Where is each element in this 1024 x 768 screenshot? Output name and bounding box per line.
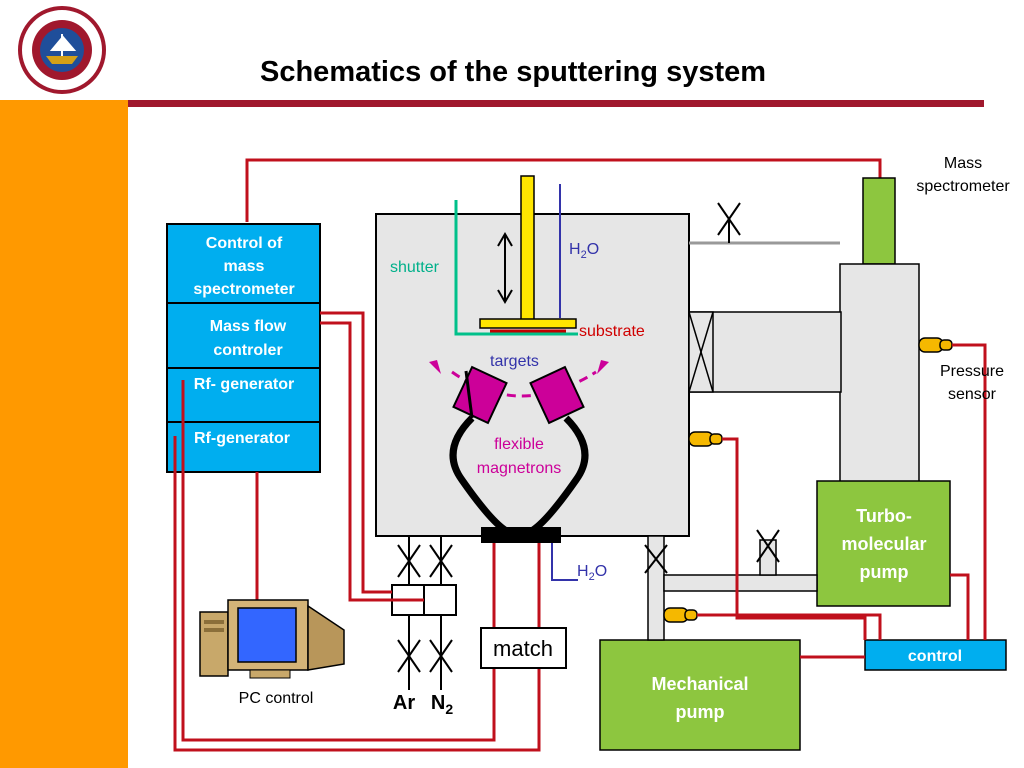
pc-icon <box>199 599 345 679</box>
pressure-sensor-chamber <box>688 431 723 447</box>
substrate-rod <box>520 175 535 321</box>
label-pressure-sensor-2: sensor <box>948 386 997 403</box>
label-mechanical-1: Mechanical <box>651 674 748 694</box>
label-shutter: shutter <box>390 259 440 276</box>
label-targets: targets <box>490 353 539 370</box>
control-rack <box>166 223 321 473</box>
label-flexible-magnetrons-1: flexible <box>494 436 544 453</box>
university-logo <box>18 6 106 94</box>
magnetron-base <box>481 527 561 543</box>
gas-valves-top <box>397 536 453 585</box>
label-flexible-magnetrons-2: magnetrons <box>477 460 562 477</box>
label-turbo-1: Turbo- <box>856 506 912 526</box>
target-right <box>529 365 585 425</box>
label-match: match <box>493 636 553 661</box>
valve-backing <box>756 529 780 563</box>
substrate-holder <box>479 318 577 329</box>
wire-rf-1 <box>181 380 496 742</box>
label-substrate: substrate <box>579 323 645 340</box>
gas-valves-bottom <box>397 615 453 690</box>
valve-forevacuum <box>644 544 668 574</box>
label-pc-control: PC control <box>239 690 314 707</box>
vertical-motion-arrow <box>497 232 513 304</box>
label-pressure-sensor-1: Pressure <box>940 363 1004 380</box>
mechanical-pump <box>599 639 801 751</box>
label-mass-flow-1: Mass flow <box>210 318 287 335</box>
label-n2: N2 <box>431 692 453 717</box>
title-rule <box>128 100 984 107</box>
wire-mass-spec <box>245 158 882 222</box>
valve-top <box>717 202 741 243</box>
label-mass-spectrometer-2: spectrometer <box>916 178 1010 195</box>
turbo-pump <box>816 480 951 607</box>
pressure-sensor-mech <box>663 607 698 623</box>
pump-tube <box>688 311 842 393</box>
label-h2o-bottom: H2O <box>577 563 607 583</box>
gate-valve <box>688 311 714 393</box>
mass-spectrometer <box>862 177 896 265</box>
magnetron-arm-left <box>449 415 508 533</box>
label-control-mass-spec-3: spectrometer <box>193 281 294 298</box>
label-control: control <box>908 648 962 665</box>
label-rf-generator-1: Rf- generator <box>194 376 294 393</box>
label-rf-generator-2: Rf-generator <box>194 430 290 447</box>
pump-control-box <box>864 639 1007 671</box>
label-ar: Ar <box>393 692 415 714</box>
page-title: Schematics of the sputtering system <box>260 56 766 88</box>
h2o-line-bottom <box>551 543 578 581</box>
label-mass-spectrometer-1: Mass <box>944 155 982 172</box>
mfc-n2 <box>423 584 457 616</box>
label-turbo-2: molecular <box>841 534 926 554</box>
label-h2o-top: H2O <box>569 241 599 261</box>
pressure-sensor-column <box>918 337 953 353</box>
label-control-mass-spec-2: mass <box>224 258 265 275</box>
turbo-backing-pipe <box>663 574 818 592</box>
label-turbo-3: pump <box>860 562 909 582</box>
wire-mfc <box>320 311 392 594</box>
wire-rf-2 <box>173 436 541 752</box>
label-mass-flow-2: controler <box>213 342 282 359</box>
sidebar-band <box>0 0 128 768</box>
shutter-line <box>454 200 578 336</box>
label-mechanical-2: pump <box>676 702 725 722</box>
pump-column <box>839 263 920 483</box>
match-box <box>480 627 567 669</box>
label-control-mass-spec-1: Control of <box>206 235 283 252</box>
magnetron-arm-right <box>530 415 589 533</box>
wire-pressure-sensor <box>952 343 987 640</box>
